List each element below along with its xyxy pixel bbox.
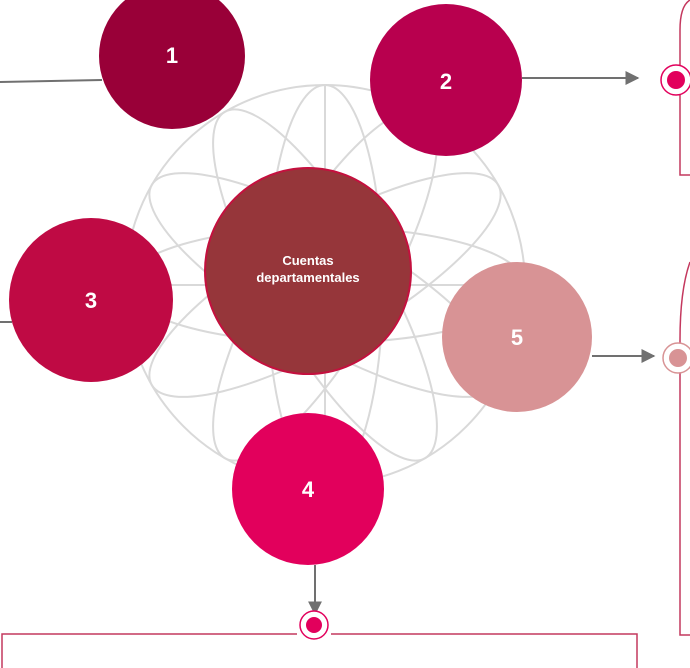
connector-1-left	[0, 79, 103, 83]
panel-mid-right	[679, 261, 690, 636]
center-label-line1: Cuentas	[282, 253, 333, 268]
node-4: 4	[232, 413, 384, 565]
node-1-label: 1	[166, 43, 178, 68]
node-4-circle	[232, 413, 384, 565]
center-node: Cuentas departamentales	[204, 167, 412, 375]
center-label-line2: departamentales	[256, 270, 359, 285]
node-5: 5	[442, 262, 592, 412]
panel-top-right-marker	[660, 64, 690, 96]
node-3: 3	[9, 218, 173, 382]
node-5-label: 5	[511, 325, 523, 350]
node-4-label: 4	[302, 477, 315, 502]
panel-top-right	[679, 0, 690, 176]
center-circle	[204, 167, 412, 375]
node-2-circle	[370, 4, 522, 156]
node-5-circle	[442, 262, 592, 412]
connectors	[0, 71, 656, 616]
panel-bottom	[1, 633, 638, 668]
panel-bottom-marker	[299, 610, 329, 640]
node-1-circle	[99, 0, 245, 129]
node-1: 1	[99, 0, 245, 129]
node-3-label: 3	[85, 288, 97, 313]
node-3-circle	[9, 218, 173, 382]
node-2-label: 2	[440, 69, 452, 94]
node-2: 2	[370, 4, 522, 156]
panel-mid-right-marker	[662, 342, 690, 374]
